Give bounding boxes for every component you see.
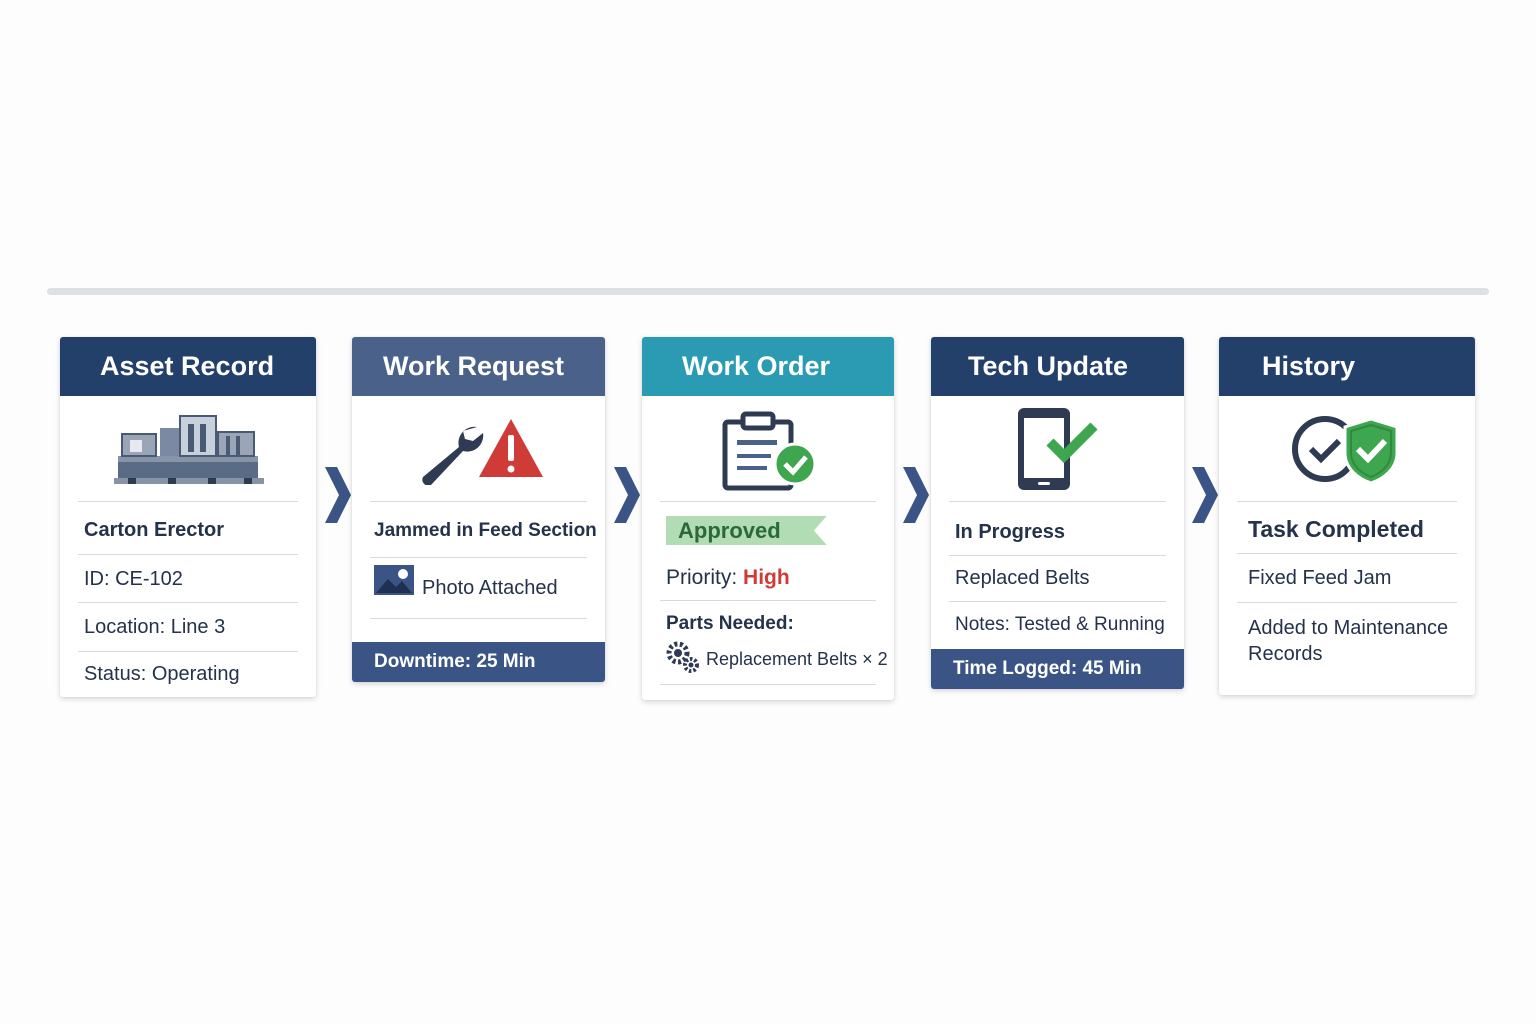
completion-status: Task Completed <box>1248 516 1424 542</box>
action-taken: Replaced Belts <box>955 567 1090 589</box>
card-title: History <box>1219 337 1475 396</box>
machine-icon <box>60 396 316 501</box>
maintenance-record-note: Added to Maintenance Records <box>1248 617 1449 665</box>
downtime-bar: Downtime: 25 Min <box>352 642 605 682</box>
chevron-right-icon <box>903 467 929 523</box>
tech-update-card: Tech Update In Progress Replaced Belts N… <box>931 337 1184 689</box>
history-card: History Task Completed Fixed Feed Jam Ad… <box>1219 337 1475 695</box>
priority-label: Priority: <box>666 566 738 589</box>
chevron-right-icon <box>614 467 640 523</box>
asset-name: Carton Erector <box>84 519 225 541</box>
photo-attached-label: Photo Attached <box>422 577 558 599</box>
approved-badge: Approved <box>666 516 827 545</box>
photo-icon <box>374 559 414 619</box>
tech-notes: Notes: Tested & Running <box>955 614 1165 635</box>
phone-check-icon <box>931 396 1184 501</box>
asset-location: Location: Line 3 <box>84 616 226 638</box>
task-status: In Progress <box>955 521 1066 543</box>
issue-description: Jammed in Feed Section <box>374 520 597 541</box>
time-logged-bar: Time Logged: 45 Min <box>931 649 1184 689</box>
card-title: Tech Update <box>931 337 1184 396</box>
parts-item: Replacement Belts × 2 <box>706 649 888 670</box>
card-title: Work Request <box>352 337 605 396</box>
top-divider <box>47 288 1489 295</box>
check-shield-icon <box>1219 396 1475 501</box>
history-action: Fixed Feed Jam <box>1248 567 1392 589</box>
gears-icon <box>666 641 700 679</box>
work-order-card: Work Order Approved Priority: High Parts… <box>642 337 894 700</box>
wrench-warning-icon <box>352 396 605 501</box>
asset-id: ID: CE-102 <box>84 568 183 590</box>
card-title: Work Order <box>642 337 894 396</box>
parts-needed-label: Parts Needed: <box>666 613 794 634</box>
priority-value: High <box>743 566 790 589</box>
clipboard-check-icon <box>642 396 894 501</box>
chevron-right-icon <box>325 467 351 523</box>
chevron-right-icon <box>1192 467 1218 523</box>
asset-record-card: Asset Record Carton Erector ID: CE-102 L… <box>60 337 316 697</box>
work-request-card: Work Request Jammed in Feed Section Phot… <box>352 337 605 682</box>
card-title: Asset Record <box>60 337 316 396</box>
asset-status: Status: Operating <box>84 663 240 685</box>
